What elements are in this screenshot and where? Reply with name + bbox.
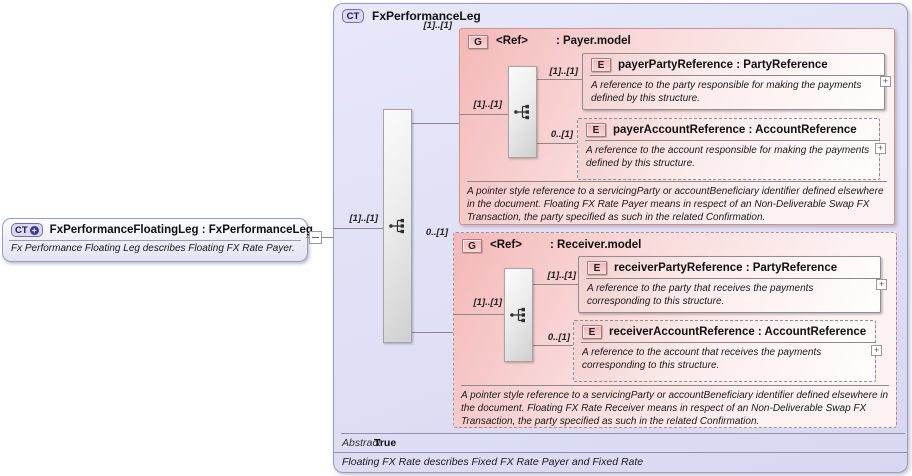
sequence-bar-root: [383, 109, 412, 343]
element-icon: E: [587, 261, 607, 275]
group-icon: G: [462, 239, 482, 253]
divider: [585, 140, 879, 141]
element-header: E payerAccountReference : AccountReferen…: [578, 119, 879, 140]
node-description: Fx Performance Floating Leg describes Fl…: [11, 243, 295, 254]
sequence-bar-receiver: [504, 268, 533, 362]
cardinality-receiver-group: 0..[1]: [425, 227, 448, 238]
sequence-icon: [388, 218, 404, 234]
badge-text: CT: [15, 224, 28, 236]
expand-button[interactable]: +: [876, 278, 887, 290]
complex-type-plus-icon: CT +: [11, 223, 43, 237]
panel-header: CT FxPerformanceLeg: [342, 9, 481, 23]
divider: [9, 240, 301, 241]
plus-icon: +: [29, 225, 39, 235]
connector-line: [533, 345, 573, 346]
cardinality-payer-sequence: [1]..[1]: [473, 99, 503, 110]
element-label: payerAccountReference : AccountReference: [613, 124, 857, 136]
connector-line: [412, 123, 459, 124]
abstract-value: True: [374, 437, 397, 449]
group-icon: G: [468, 35, 488, 49]
element-icon: E: [591, 58, 611, 72]
element-header: E receiverAccountReference : AccountRefe…: [574, 321, 875, 342]
element-description: A reference to the account that receives…: [582, 347, 822, 371]
element-description: A reference to the party that receives t…: [587, 283, 814, 307]
node-header: CT + FxPerformanceFloatingLeg : FxPerfor…: [3, 219, 313, 239]
connector-line: [537, 143, 577, 144]
element-description: A reference to the account responsible f…: [586, 145, 870, 169]
element-label: receiverAccountReference : AccountRefere…: [609, 326, 867, 338]
connector-line: [334, 228, 383, 229]
group-type-label: : Payer.model: [555, 35, 631, 47]
element-payeraccountreference[interactable]: E payerAccountReference : AccountReferen…: [577, 118, 886, 180]
panel-title: FxPerformanceLeg: [372, 9, 481, 23]
expand-button[interactable]: +: [880, 75, 891, 87]
element-receiveraccountreference[interactable]: E receiverAccountReference : AccountRefe…: [573, 320, 882, 382]
node-fxperformancefloatingleg[interactable]: CT + FxPerformanceFloatingLeg : FxPerfor…: [2, 218, 313, 262]
element-receiverpartyreference[interactable]: E receiverPartyReference : PartyReferenc…: [578, 256, 887, 313]
cardinality-payeraccountreference: 0..[1]: [550, 129, 573, 140]
collapse-toggle[interactable]: [309, 231, 322, 244]
group-header: G <Ref> : Receiver.model: [454, 233, 896, 253]
abstract-label: Abstract: [342, 437, 381, 449]
sequence-bar-payer: [508, 66, 537, 158]
node-title: FxPerformanceFloatingLeg : FxPerformance…: [49, 224, 313, 236]
connector-line: [412, 332, 453, 333]
group-ref-label: <Ref>: [490, 239, 522, 251]
element-description: A reference to the party responsible for…: [591, 80, 862, 104]
element-header: E receiverPartyReference : PartyReferenc…: [579, 257, 880, 278]
element-label: payerPartyReference : PartyReference: [618, 59, 828, 71]
connector-line: [533, 284, 578, 285]
cardinality-root: [1]..[1]: [349, 213, 379, 224]
group-annotation: A pointer style reference to a servicing…: [467, 181, 887, 224]
group-header: G <Ref> : Payer.model: [460, 29, 894, 49]
element-header: E payerPartyReference : PartyReference: [583, 54, 884, 75]
minus-icon: [312, 237, 319, 238]
panel-annotation: Floating FX Rate describes Fixed FX Rate…: [342, 456, 644, 468]
expand-button[interactable]: +: [871, 345, 882, 356]
cardinality-payer-group: [1]..[1]: [423, 20, 453, 31]
connector-line: [537, 79, 582, 80]
connector-line: [454, 314, 504, 315]
divider: [341, 433, 905, 434]
divider: [581, 342, 875, 343]
divider: [586, 278, 880, 279]
group-annotation: A pointer style reference to a servicing…: [461, 385, 889, 428]
element-label: receiverPartyReference : PartyReference: [614, 262, 838, 274]
group-type-label: : Receiver.model: [549, 239, 642, 251]
divider: [590, 75, 884, 76]
connector-line: [460, 114, 508, 115]
cardinality-payerpartyreference: [1]..[1]: [549, 66, 579, 77]
sequence-icon: [509, 307, 525, 323]
divider: [334, 452, 907, 453]
cardinality-receiver-sequence: [1]..[1]: [473, 297, 503, 308]
element-icon: E: [582, 325, 602, 339]
element-icon: E: [586, 123, 606, 137]
cardinality-receiveraccountreference: 0..[1]: [547, 332, 570, 343]
cardinality-receiverpartyreference: [1]..[1]: [547, 270, 577, 281]
group-ref-label: <Ref>: [496, 35, 528, 47]
element-payerpartyreference[interactable]: E payerPartyReference : PartyReference A…: [582, 53, 891, 110]
expand-button[interactable]: +: [875, 143, 886, 154]
sequence-icon: [513, 104, 529, 120]
complex-type-icon: CT: [342, 9, 364, 23]
